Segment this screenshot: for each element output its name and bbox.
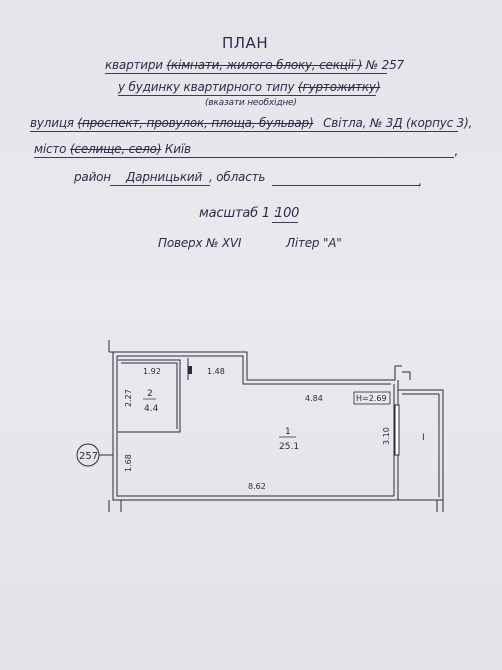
hint-text: (вказати необхідне) — [205, 98, 297, 108]
district-underline — [110, 185, 210, 186]
street-label: вулиця — [30, 116, 74, 130]
dim-small-width: 1.92 — [143, 367, 161, 376]
street-value: Світла, № 3Д (корпус 3) — [323, 116, 469, 130]
street-struck-options: (проспект, провулок, площа, бульвар) — [77, 116, 314, 130]
building-underline — [118, 95, 376, 96]
street-underline — [30, 131, 458, 132]
apartment-word: квартири — [105, 58, 163, 72]
apartment-line: квартири (кімнати, жилого блоку, секції … — [105, 58, 404, 72]
city-comma: , — [454, 144, 458, 158]
dim-left-lower: 1.68 — [124, 454, 133, 472]
city-label: місто — [34, 142, 67, 156]
apartment-struck-options: (кімнати, жилого блоку, секції ) — [166, 58, 363, 72]
apartment-number: № 257 — [365, 58, 404, 72]
city-value: Київ — [164, 142, 191, 156]
city-line: місто (селище, село) Київ — [34, 142, 191, 156]
street-line: вулиця (проспект, провулок, площа, бульв… — [30, 116, 472, 130]
liter-label: Літер "А" — [286, 236, 342, 250]
apartment-underline — [105, 73, 387, 74]
region-label: , область — [209, 170, 266, 184]
ceiling-height-box — [353, 391, 391, 405]
street-comma: , — [468, 116, 473, 130]
ceiling-height: H=2.69 — [356, 394, 387, 403]
floor-label: Поверх № XVI — [158, 236, 242, 250]
balcony-label: I — [422, 433, 425, 443]
room-small-number: 2 — [147, 389, 153, 399]
district-value: Дарницький — [126, 170, 203, 184]
dim-main-width: 4.84 — [305, 394, 323, 403]
region-underline — [272, 185, 420, 186]
dim-small-height: 2.27 — [124, 389, 133, 407]
dim-main-height: 3.10 — [382, 427, 391, 445]
district-label: район — [74, 170, 111, 184]
room-main-number: 1 — [285, 427, 291, 437]
city-struck-options: (селище, село) — [69, 142, 162, 156]
page-title: ПЛАН — [222, 34, 269, 52]
building-line: у будинку квартирного типу (гуртожитку) — [118, 80, 381, 94]
fixture-mark — [188, 366, 192, 374]
building-struck-options: (гуртожитку) — [298, 80, 381, 94]
dim-overall-width: 8.62 — [248, 482, 266, 491]
apartment-number-label: 257 — [79, 451, 98, 462]
dim-corridor-width: 1.48 — [207, 367, 225, 376]
room-small-area: 4.4 — [144, 404, 159, 414]
room-main-area: 25.1 — [279, 442, 299, 452]
city-underline — [34, 157, 454, 158]
building-type: у будинку квартирного типу — [118, 80, 295, 94]
region-comma: , — [418, 174, 422, 188]
plan-walls — [108, 340, 444, 512]
scale-value: 100 — [275, 206, 300, 221]
scale-underline — [272, 222, 298, 223]
scale-label: масштаб 1 : — [199, 206, 279, 221]
